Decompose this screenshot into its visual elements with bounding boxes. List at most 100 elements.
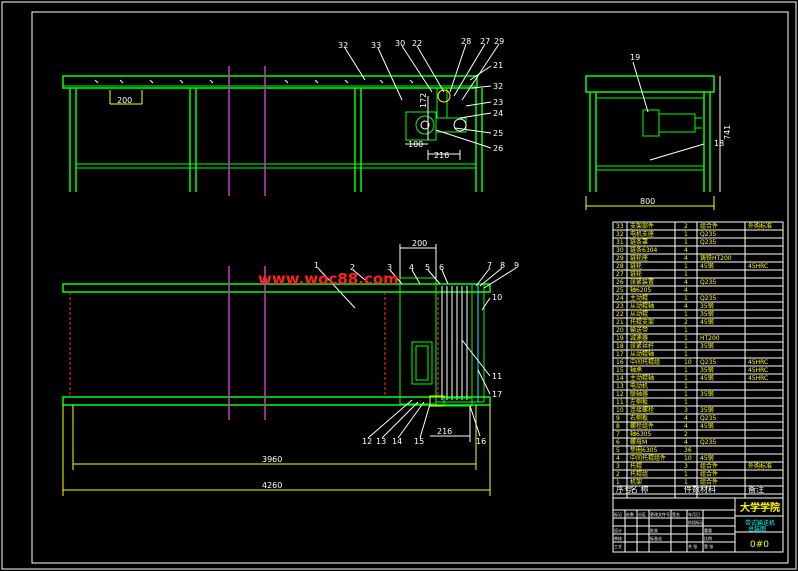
bom-cell-name: 托辊支架	[630, 318, 654, 326]
bom-cell-qty: 4	[684, 303, 688, 310]
school-name: 大学学院	[740, 501, 780, 514]
bom-cell-no: 12	[616, 391, 624, 398]
bom-cell-no: 31	[616, 239, 624, 246]
callout-label: 6	[439, 263, 444, 272]
title-block-label: 处数	[626, 511, 634, 517]
bom-cell-qty: 3	[684, 407, 688, 414]
callout-label: 33	[371, 41, 381, 50]
bom-cell-mat: Q235	[700, 359, 716, 366]
callout-label: 26	[493, 144, 503, 153]
bom-cell-mat: Q235	[700, 239, 716, 246]
bom-cell-name: 左侧板	[630, 398, 648, 406]
bom-cell-no: 9	[616, 415, 620, 422]
bom-cell-name: 机架	[630, 478, 642, 486]
callout-label: 7	[487, 261, 492, 270]
callout-label: 25	[493, 129, 503, 138]
bom-cell-qty: 1	[684, 343, 688, 350]
title-block-label: 标准化	[650, 535, 662, 541]
bom-cell-qty: 1	[684, 263, 688, 270]
side-view	[585, 61, 721, 210]
bom-cell-no: 10	[616, 407, 624, 414]
bom-cell-name: 链轮座	[630, 254, 648, 262]
title-block-label: 阶段标记	[688, 519, 704, 525]
inner-border	[31, 11, 789, 564]
callout-label: 1	[314, 261, 319, 270]
dim-200-top: 200	[117, 96, 132, 105]
bom-cell-no: 30	[616, 247, 624, 254]
elevation-view	[62, 43, 500, 196]
bom-cell-name: 托辊组	[630, 470, 648, 478]
bom-cell-qty: 36	[684, 447, 692, 454]
bom-cell-name: 减速器	[630, 334, 648, 342]
bom-cell-note: 备注	[748, 484, 764, 494]
callout-label: 21	[493, 61, 503, 70]
bom-cell-name: 从动辊轴	[630, 350, 654, 358]
bom-cell-name: 从动辊轴	[630, 302, 654, 310]
bom-cell-mat: HT200	[700, 335, 720, 342]
bom-cell-no: 19	[616, 335, 624, 342]
bom-cell-name: 电动机	[630, 382, 648, 390]
bom-cell-no: 32	[616, 231, 624, 238]
bom-cell-qty: 1	[684, 375, 688, 382]
bom-cell-name: 从动辊	[630, 310, 648, 318]
bom-cell-name: 支架部件	[630, 222, 654, 230]
bom-cell-mat: Q235	[700, 231, 716, 238]
callout-label: 10	[492, 293, 502, 302]
title-block-labels: 标记处数分区更改文件号签名年月日设计审核工艺批准标准化阶段标记重量比例共 张第 …	[614, 511, 713, 549]
callout-label: 30	[395, 39, 405, 48]
drawing-number: 0#0	[750, 540, 769, 550]
bom-cell-no: 8	[616, 423, 620, 430]
dim-800: 800	[640, 197, 655, 206]
callout-label: 24	[493, 109, 503, 118]
bom-cell-name: 轴6305	[630, 430, 651, 438]
callout-label: 14	[392, 437, 402, 446]
bom-cell-mat: Q235	[700, 415, 716, 422]
bom-cell-no: 6	[616, 439, 620, 446]
bom-cell-qty: 1	[684, 479, 688, 486]
bom-cell-name: 轴6205	[630, 286, 651, 294]
plan-view	[62, 244, 517, 496]
title-block-label: 审核	[614, 535, 622, 541]
dim-216-plan: 216	[437, 427, 452, 436]
bom-cell-qty: 4	[684, 423, 688, 430]
title-block-label: 工艺	[614, 544, 622, 549]
bom-cell-no: 27	[616, 271, 624, 278]
bom-cell-no: 序号	[616, 484, 632, 494]
bom-cell-mat: 组合件	[700, 478, 718, 486]
bom-cell-note: 45HRC	[748, 367, 768, 374]
callout-label: 4	[409, 263, 414, 272]
callout-label: 28	[461, 37, 471, 46]
title-block-label: 标记	[614, 511, 622, 517]
title-block-label: 签名	[672, 511, 680, 517]
callout-label: 27	[480, 37, 490, 46]
callout-label: 3	[387, 263, 392, 272]
bom-cell-mat: Q235	[700, 295, 716, 302]
bom-cell-name: 螺母M	[630, 438, 647, 446]
callout-label: 29	[494, 37, 504, 46]
dim-172: 172	[419, 93, 428, 108]
bom-table-frame	[612, 221, 784, 499]
callout-label: 13	[376, 437, 386, 446]
bom-cell-mat: 35钢	[700, 366, 714, 374]
bom-cell-qty: 4	[684, 415, 688, 422]
dim-3960: 3960	[262, 455, 282, 464]
title-block-label: 设计	[614, 527, 622, 533]
callout-label: 18	[714, 139, 724, 148]
bom-cell-name: 链条罩	[630, 238, 648, 246]
bom-cell-qty: 1	[684, 295, 688, 302]
bom-cell-name: 托辊	[630, 462, 642, 470]
bom-cell-note: 45HRC	[748, 359, 768, 366]
bom-cell-no: 33	[616, 223, 624, 230]
bom-cell-name: 垫圈6305	[630, 446, 657, 454]
bom-cell-mat: 35钢	[700, 390, 714, 398]
bom-cell-name: 输送带	[630, 326, 648, 334]
callout-label: 19	[630, 53, 640, 62]
bom-cell-no: 18	[616, 343, 624, 350]
bom-cell-no: 17	[616, 351, 624, 358]
bom-cell-mat: 材料	[700, 484, 716, 494]
bom-cell-qty: 4	[684, 439, 688, 446]
bom-cell-name: 主动辊	[630, 294, 648, 302]
